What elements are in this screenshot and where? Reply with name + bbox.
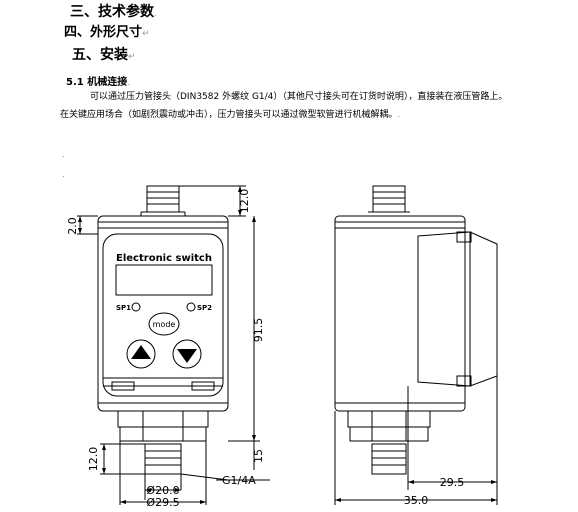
sp1-label: SP1 [116,304,131,312]
para-end-mark: . [397,110,401,120]
mode-button [148,312,180,336]
down-arrow-icon [177,349,197,363]
dim-side-total: 35.0 [404,494,429,507]
down-button [172,339,202,369]
heading-mark: ↵ [128,52,136,62]
dim-gap: 2.0 [66,217,79,235]
dim-side-width: 29.5 [440,476,465,489]
dim-dia-small: Ø20.0 [146,484,179,497]
lcd-display [115,264,213,296]
thread-fitting [144,443,182,475]
lower-housing [117,410,209,428]
dim-thread: G1/4A [222,474,256,487]
dim-bottom-gap: 15 [252,449,265,463]
empty-line-mark: . [62,150,65,159]
section-heading-4: 四、外形尺寸↵ [64,25,150,40]
section-heading-3: 三、技术参数. [70,4,157,20]
side-top-fitting [372,185,406,213]
side-panel [417,231,498,387]
sp2-label: SP2 [197,304,212,312]
side-body [334,215,466,412]
line-mark: . [127,78,131,88]
device-label: Electronic switch [116,253,212,264]
top-fitting [146,185,180,213]
empty-line-mark: . [62,170,65,179]
front-panel [102,233,224,397]
up-button [126,339,156,369]
dim-dia-large: Ø29.5 [146,496,179,509]
line-mark: . [154,9,157,19]
sp1-led [131,302,141,312]
subsection-heading: 5.1 机械连接. [66,77,131,88]
dim-bottom-left: 12.0 [87,447,100,472]
heading-mark: ↵ [142,29,150,39]
sp2-led [186,302,196,312]
side-thread [371,443,407,475]
mode-label: mode [153,320,176,329]
up-arrow-icon [131,345,151,359]
dim-body-height: 91.5 [252,318,265,343]
dim-top-height: 12.0 [238,189,251,214]
body-paragraph: 可以通过压力管接头（DIN3582 外螺纹 G1/4）（其他尺寸接头可在订货时说… [60,92,508,120]
section-heading-5: 五、安装↵ [72,47,136,63]
